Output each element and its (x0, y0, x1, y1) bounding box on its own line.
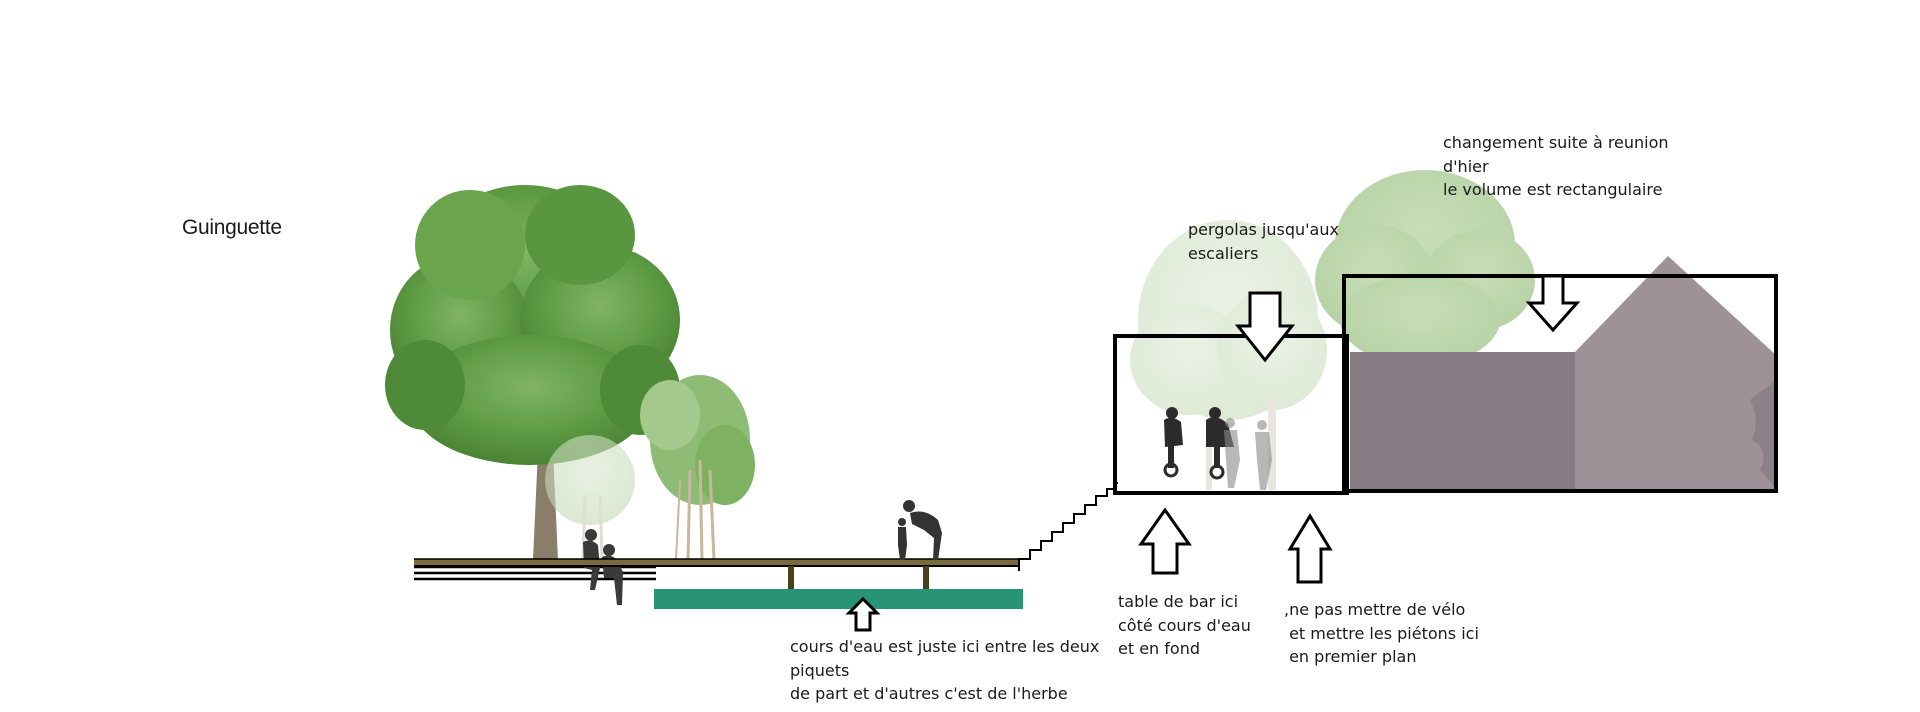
arrow-up-bar (1138, 507, 1192, 575)
adult-child-silhouette (898, 500, 942, 560)
annotation-cours-eau: cours d'eau est juste ici entre les deux… (790, 637, 1100, 703)
arrow-down-pergola (1234, 291, 1296, 363)
multi-stem-tree (640, 375, 755, 561)
annotation-changement: changement suite à reunion d'hier le vol… (1443, 133, 1669, 199)
annotation-velo: ,ne pas mettre de vélo et mettre les pié… (1284, 600, 1479, 666)
arrow-up-water (845, 596, 881, 632)
water-channel (654, 589, 1023, 609)
pergola-frame (1113, 334, 1349, 495)
arrow-up-velo (1287, 513, 1333, 584)
pedestrians-silhouette (1224, 418, 1272, 490)
annotation-table-bar: table de bar ici côté cours d'eau et en … (1118, 592, 1251, 658)
large-tree (385, 185, 680, 560)
boardwalk-deck (414, 558, 1020, 590)
diagram-title: Guinguette (182, 216, 282, 239)
stairs (1018, 482, 1118, 571)
arrow-down-building (1525, 274, 1581, 333)
building-volume (1350, 256, 1776, 491)
annotation-pergolas: pergolas jusqu'aux escaliers (1188, 220, 1339, 263)
